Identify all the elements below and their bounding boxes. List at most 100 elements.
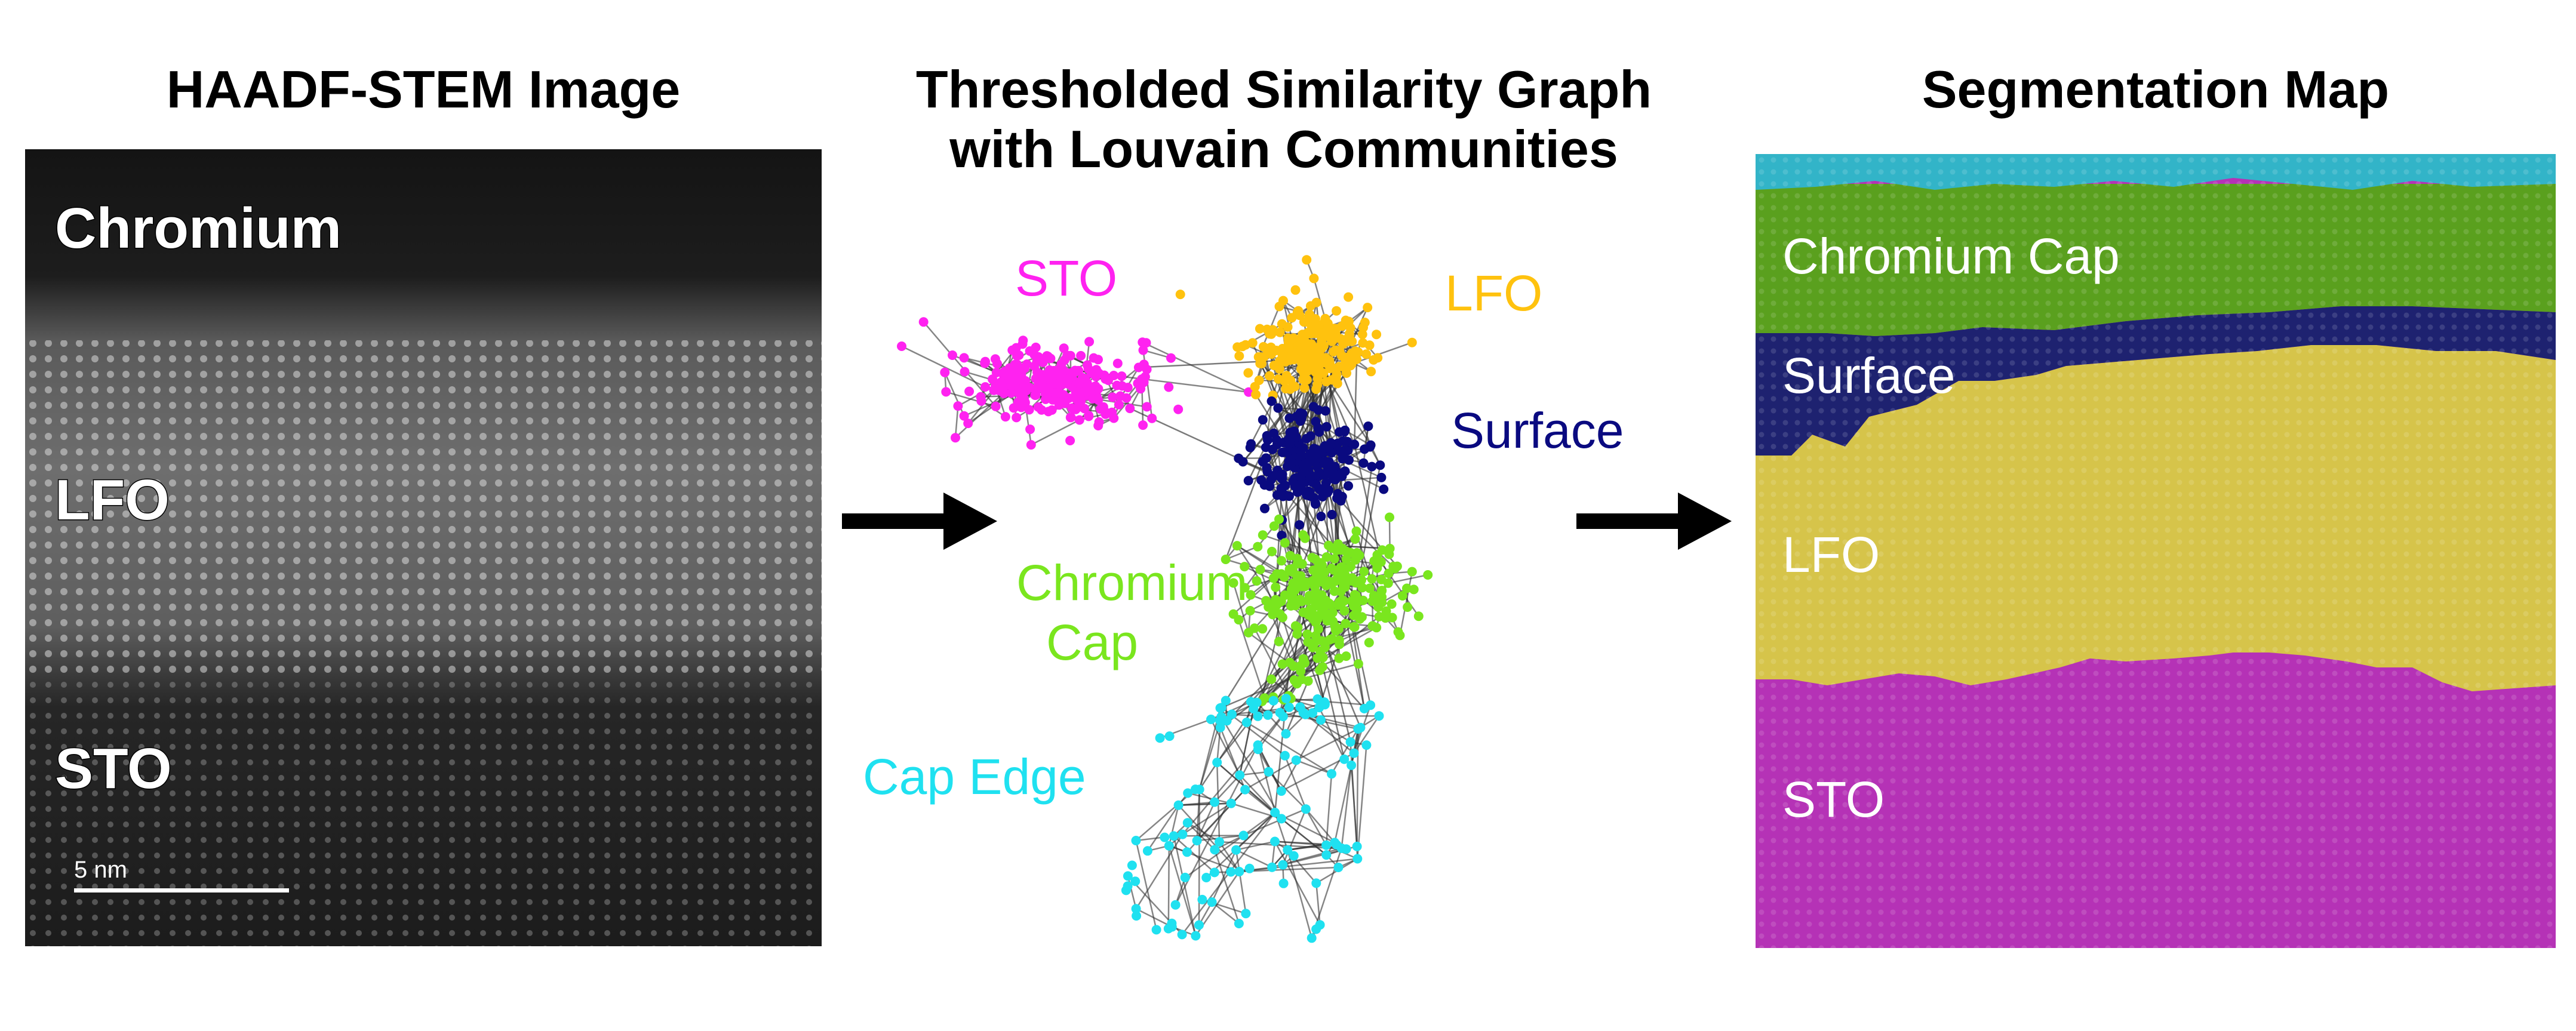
graph-edge	[1296, 728, 1358, 761]
graph-node-lfo	[1295, 310, 1305, 321]
graph-edge	[1388, 574, 1428, 584]
graph-node-capedge	[1277, 814, 1286, 824]
graph-node-lfo	[1234, 351, 1244, 361]
graph-node-lfo	[1372, 330, 1382, 340]
graph-node-surface	[1277, 447, 1287, 457]
graph-node-chrome	[1337, 544, 1347, 555]
graph-node-sto	[1065, 436, 1075, 445]
graph-edge	[1221, 716, 1283, 820]
graph-node-chrome	[1240, 583, 1250, 593]
graph-node-capedge	[1231, 845, 1241, 855]
graph-node-chrome	[1336, 599, 1346, 609]
graph-edge	[1235, 849, 1272, 868]
segmentation-map: Chromium Cap Surface LFO STO	[1756, 154, 2556, 948]
graph-node-lfo	[1358, 322, 1368, 333]
graph-edge	[1243, 811, 1275, 836]
graph-node-capedge	[1173, 800, 1184, 810]
graph-node-surface	[1278, 491, 1288, 501]
graph-node-surface	[1316, 512, 1326, 521]
graph-node-capedge	[1289, 851, 1299, 861]
graph-edge	[1296, 759, 1332, 775]
graph-node-sto	[1006, 388, 1016, 398]
graph-edge	[1356, 728, 1359, 847]
graph-node-capedge	[1164, 731, 1175, 741]
graph-node-surface	[1338, 454, 1348, 464]
graph-node-chrome	[1271, 582, 1281, 592]
graph-node-capedge	[1151, 925, 1161, 935]
graph-node-capedge	[1308, 708, 1318, 718]
graph-node-surface	[1326, 448, 1336, 458]
graph-node-sto	[1141, 338, 1151, 348]
graph-node-capedge	[1281, 694, 1291, 703]
graph-edge	[1305, 808, 1338, 845]
graph-node-surface	[1262, 467, 1272, 477]
graph-node-chrome	[1292, 559, 1302, 569]
graph-node-chrome	[1364, 638, 1374, 648]
graph-node-surface	[1273, 403, 1283, 413]
graph-node-lfo	[1341, 356, 1351, 366]
graph-node-surface	[1321, 421, 1332, 432]
graph-node-sto	[1164, 382, 1174, 392]
graph-node-capedge	[1197, 894, 1207, 904]
graph-node-sto	[1019, 387, 1029, 398]
graph-node-surface	[1330, 469, 1341, 479]
graph-node-sto	[1109, 371, 1119, 380]
graph-edge	[1214, 850, 1240, 924]
graph-node-chrome	[1337, 562, 1347, 572]
graph-edge	[1353, 359, 1358, 445]
graph-node-chrome	[1350, 534, 1360, 544]
graph-node-lfo	[1254, 376, 1264, 385]
graph-node-sto	[1070, 365, 1080, 376]
graph-node-lfo	[1358, 338, 1368, 348]
graph-edge	[1335, 476, 1343, 550]
graph-node-sto	[1020, 363, 1029, 373]
graph-node-sto	[1117, 371, 1127, 381]
graph-node-capedge	[1215, 837, 1225, 847]
graph-node-chrome	[1290, 621, 1301, 631]
graph-node-surface	[1287, 457, 1297, 467]
graph-node-chrome	[1409, 584, 1419, 595]
graph-node-lfo	[1332, 306, 1342, 316]
graph-node-capedge	[1270, 836, 1280, 847]
graph-node-sto	[1033, 380, 1043, 390]
graph-node-sto	[963, 418, 973, 429]
graph-edge	[1178, 804, 1240, 872]
graph-node-sto	[953, 401, 963, 411]
graph-node-surface	[1291, 432, 1301, 442]
graph-node-capedge	[1170, 900, 1181, 910]
graph-node-capedge	[1352, 841, 1362, 851]
graph-node-lfo	[1284, 343, 1294, 353]
graph-node-lfo	[1309, 273, 1319, 284]
graph-node-chrome	[1364, 583, 1375, 593]
graph-node-surface	[1367, 461, 1377, 472]
graph-node-sto	[1076, 350, 1086, 361]
graph-node-lfo	[1363, 303, 1373, 313]
graph-node-lfo	[1296, 334, 1306, 344]
graph-node-surface	[1259, 480, 1269, 490]
graph-node-lfo	[1285, 336, 1295, 346]
graph-node-chrome	[1240, 562, 1250, 572]
graph-node-surface	[1243, 476, 1253, 486]
graph-node-chrome	[1298, 530, 1308, 540]
graph-node-chrome	[1372, 595, 1382, 605]
graph-edge	[1114, 374, 1249, 393]
graph-node-lfo	[1313, 328, 1323, 338]
segmentation-panel-title: Segmentation Map	[1922, 60, 2390, 119]
graph-node-sto	[940, 367, 950, 377]
graph-node-sto	[1112, 358, 1123, 368]
graph-node-capedge	[1366, 700, 1376, 710]
graph-node-sto	[1147, 413, 1157, 423]
graph-node-sto	[1244, 387, 1254, 397]
graph-node-surface	[1295, 479, 1305, 490]
graph-node-chrome	[1329, 586, 1339, 596]
graph-node-chrome	[1376, 586, 1387, 596]
graph-node-chrome	[1284, 657, 1295, 667]
graph-edge	[1239, 774, 1276, 813]
graph-node-chrome	[1307, 553, 1317, 563]
graph-node-chrome	[1367, 574, 1377, 584]
graph-node-surface	[1342, 436, 1352, 447]
graph-node-lfo	[1332, 370, 1342, 380]
graph-edge	[1351, 341, 1413, 365]
graph-node-capedge	[1123, 881, 1133, 891]
graph-edge	[1211, 901, 1240, 924]
